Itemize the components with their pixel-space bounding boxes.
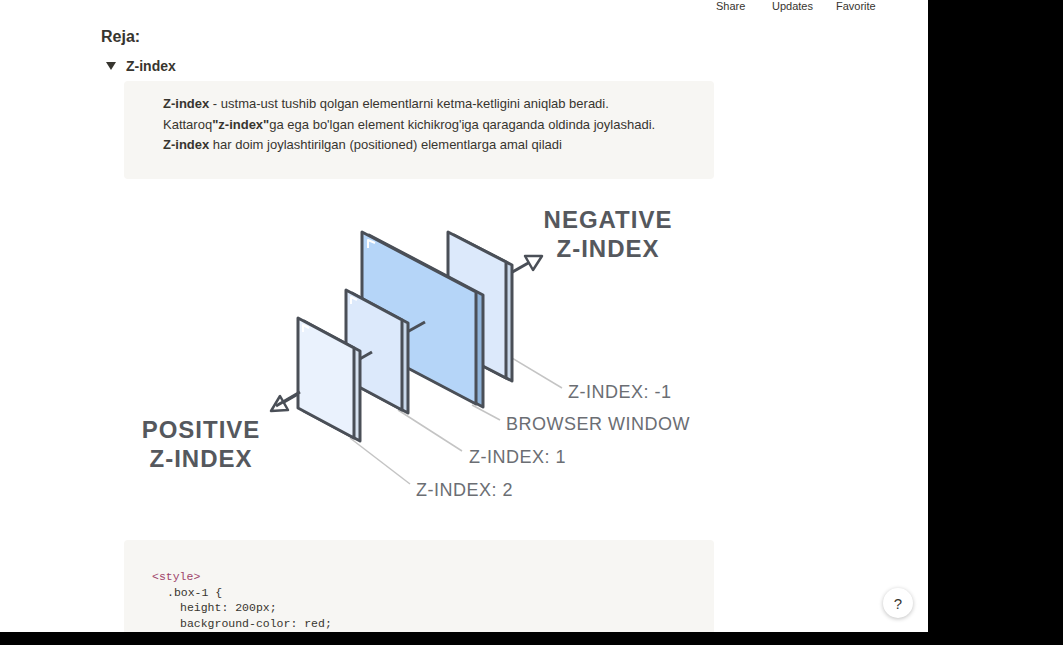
text-line: <style> — [152, 569, 714, 585]
dark-side-panel — [928, 0, 1063, 645]
code-block: <style> .box-1 { height: 200px; background-… — [124, 540, 714, 645]
dark-bottom-bar — [0, 632, 1063, 645]
text-line: Z-index - ustma-ust tushib qolgan element… — [163, 94, 714, 115]
plane-label: Z-INDEX: -1 — [568, 382, 672, 404]
callout-text: - ustma-ust tushib qolgan elementlarni k… — [213, 96, 609, 111]
plane-label: Z-INDEX: 2 — [416, 480, 513, 502]
callout-text: "z-index" — [212, 117, 269, 132]
code-line: height: 200px; — [180, 601, 277, 614]
text-line: height: 200px; — [152, 600, 714, 616]
code-line: background-color: red; — [180, 617, 332, 630]
callout-text: Z-index — [163, 137, 209, 152]
help-button: ? — [883, 588, 913, 618]
text-line: background-color: red; — [152, 616, 714, 632]
section-heading: Reja: — [101, 27, 140, 46]
code-line: <style> — [152, 570, 200, 583]
help-icon: ? — [894, 595, 902, 612]
axis-title: POSITIVE Z-INDEX — [126, 416, 276, 474]
z-axis-tail — [276, 392, 300, 406]
callout-text: ga ega bo'lgan element kichikrog'iga qar… — [269, 117, 655, 132]
code-line: .box-1 { — [167, 586, 222, 599]
callout-text: har doim joylashtirilgan (positioned) el… — [213, 137, 562, 152]
axis-title: NEGATIVE Z-INDEX — [533, 206, 683, 264]
toggle-heading: Z-index — [126, 58, 176, 75]
arrowhead-negative — [525, 256, 542, 270]
topbar-link: Updates — [772, 0, 813, 13]
plane-label: Z-INDEX: 1 — [469, 447, 566, 469]
callout-box: Z-index - ustma-ust tushib qolgan element… — [124, 81, 714, 179]
topbar-link: Share — [716, 0, 745, 13]
topbar-link: Favorite — [836, 0, 876, 13]
plane-z2 — [298, 318, 360, 441]
plane-label: BROWSER WINDOW — [506, 414, 690, 436]
callout-text: Kattaroq — [163, 117, 212, 132]
toggle-arrow — [106, 62, 116, 70]
text-line: Z-index har doim joylashtirilgan (positio… — [163, 135, 714, 156]
callout-text: Z-index — [163, 96, 209, 111]
text-line: Kattaroq"z-index"ga ega bo'lgan element … — [163, 115, 714, 136]
text-line: .box-1 { — [152, 585, 714, 601]
